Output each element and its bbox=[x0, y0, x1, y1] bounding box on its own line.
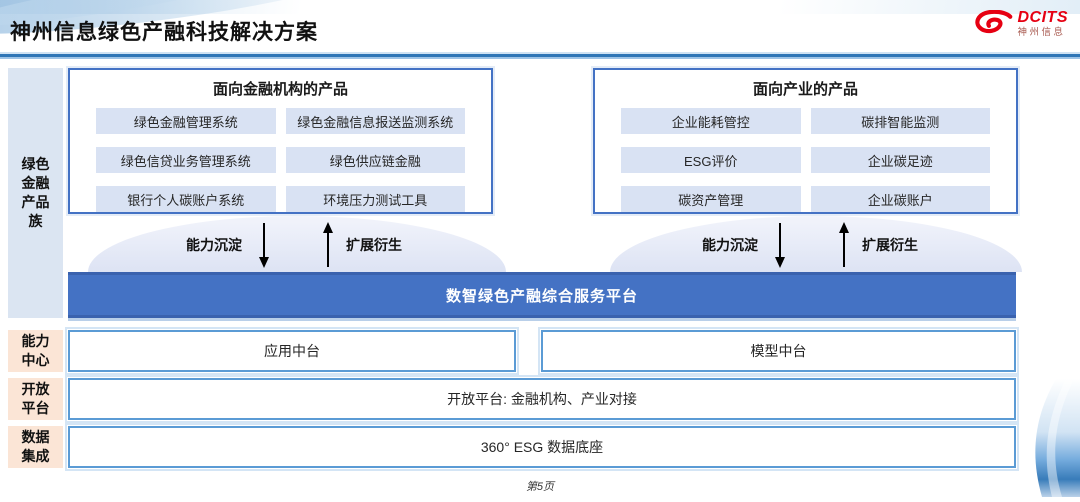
product-item: 碳资产管理 bbox=[621, 186, 801, 212]
product-item: 绿色供应链金融 bbox=[285, 147, 465, 173]
top-swoosh-decoration bbox=[0, 0, 1080, 14]
page-number: 第5页 bbox=[525, 481, 555, 493]
product-item: 企业碳足迹 bbox=[810, 147, 990, 173]
logo-brand-cn: 神州信息 bbox=[1017, 27, 1066, 39]
arrow-up-icon bbox=[838, 221, 850, 269]
product-item: 企业碳账户 bbox=[810, 186, 990, 212]
esg-data-base-box: 360° ESG 数据底座 bbox=[65, 423, 1019, 471]
logo-text: DCITS 神州信息 bbox=[1018, 10, 1069, 38]
arrow-group-right: 能力沉淀 扩展衍生 bbox=[702, 220, 918, 270]
finance-products-box: 面向金融机构的产品 绿色金融管理系统 绿色金融信息报送监测系统 绿色信贷业务管理… bbox=[68, 68, 493, 214]
product-item: 企业能耗管控 bbox=[621, 108, 801, 134]
extend-derive-label: 扩展衍生 bbox=[862, 237, 918, 253]
product-item: 绿色金融管理系统 bbox=[96, 108, 276, 134]
finance-products-title: 面向金融机构的产品 bbox=[212, 81, 348, 98]
product-item: ESG评价 bbox=[621, 147, 801, 173]
arrow-up-icon bbox=[322, 221, 334, 269]
industry-products-title: 面向产业的产品 bbox=[752, 81, 858, 98]
finance-products-grid: 绿色金融管理系统 绿色金融信息报送监测系统 绿色信贷业务管理系统 绿色供应链金融… bbox=[96, 108, 465, 212]
extend-derive-label: 扩展衍生 bbox=[346, 237, 402, 253]
header-divider-line bbox=[0, 52, 1080, 59]
bottom-right-swoosh-decoration bbox=[1022, 379, 1080, 502]
model-middle-platform-box: 模型中台 bbox=[538, 327, 1019, 375]
capability-sink-label: 能力沉淀 bbox=[186, 237, 242, 253]
arrow-down-icon bbox=[774, 221, 786, 269]
product-item: 碳排智能监测 bbox=[810, 108, 990, 134]
dcits-swirl-icon bbox=[973, 10, 1013, 38]
sidebar-label-open-platform: 开放 平台 bbox=[8, 378, 63, 420]
sidebar-label-capability-center: 能力 中心 bbox=[8, 330, 63, 372]
sidebar-label-data-integration: 数据 集成 bbox=[8, 426, 63, 468]
platform-bar-title: 数智绿色产融综合服务平台 bbox=[445, 287, 638, 305]
arrow-down-icon bbox=[258, 221, 270, 269]
company-logo: DCITS 神州信息 bbox=[973, 10, 1069, 38]
platform-bar: 数智绿色产融综合服务平台 bbox=[68, 272, 1016, 318]
product-item: 环境压力测试工具 bbox=[285, 186, 465, 212]
app-middle-platform-box: 应用中台 bbox=[65, 327, 519, 375]
open-platform-box: 开放平台: 金融机构、产业对接 bbox=[65, 375, 1019, 423]
industry-products-box: 面向产业的产品 企业能耗管控 碳排智能监测 ESG评价 企业碳足迹 碳资产管理 … bbox=[593, 68, 1018, 214]
industry-products-grid: 企业能耗管控 碳排智能监测 ESG评价 企业碳足迹 碳资产管理 企业碳账户 bbox=[621, 108, 990, 212]
page-title: 神州信息绿色产融科技解决方案 bbox=[10, 21, 318, 44]
product-item: 绿色信贷业务管理系统 bbox=[96, 147, 276, 173]
logo-brand: DCITS bbox=[1017, 9, 1068, 27]
sidebar-label-product-family: 绿色 金融 产品 族 bbox=[8, 68, 63, 318]
capability-sink-label: 能力沉淀 bbox=[702, 237, 758, 253]
product-item: 绿色金融信息报送监测系统 bbox=[285, 108, 465, 134]
product-item: 银行个人碳账户系统 bbox=[96, 186, 276, 212]
arrow-group-left: 能力沉淀 扩展衍生 bbox=[186, 220, 402, 270]
